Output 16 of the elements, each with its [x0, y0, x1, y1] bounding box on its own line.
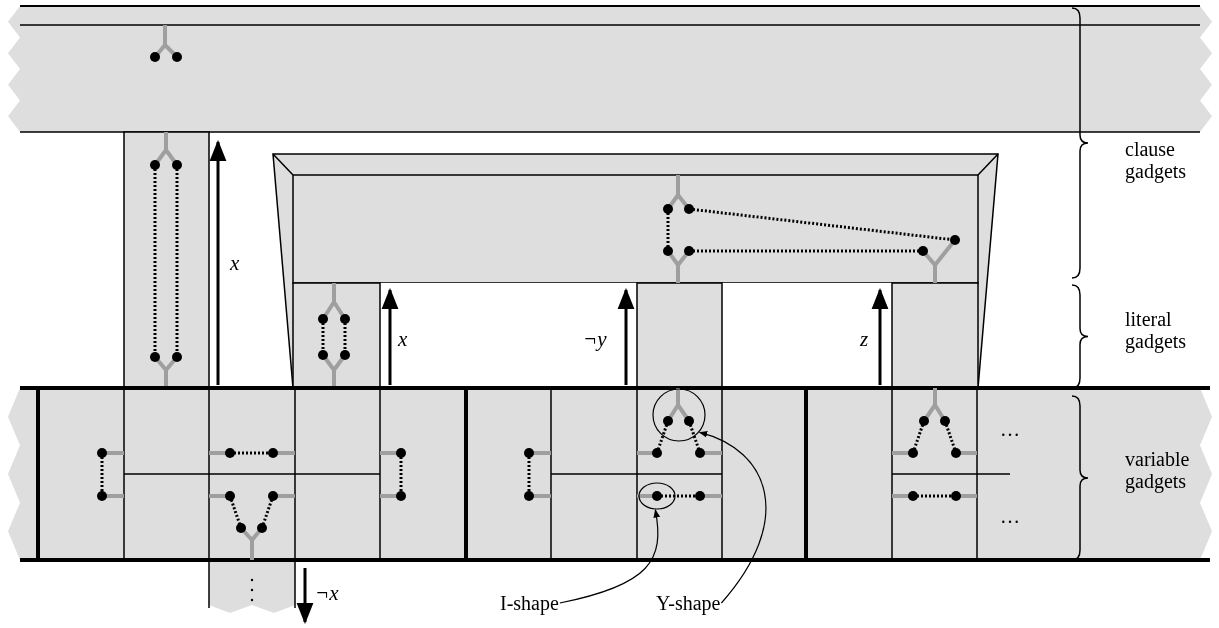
callout-label: I-shape — [500, 592, 559, 614]
callout-label: Y-shape — [656, 592, 721, 614]
leader-line — [698, 431, 767, 604]
variable-label: ¬y — [583, 328, 607, 352]
leader-line — [559, 509, 660, 604]
highlight-circle — [638, 482, 676, 510]
variable-label: x — [398, 328, 408, 352]
variable-label: z — [860, 328, 869, 352]
variable-label: x — [230, 252, 240, 276]
bracket-label: clause gadgets — [1125, 138, 1188, 182]
highlight-circle — [652, 388, 706, 442]
variable-label: ¬x — [315, 582, 339, 606]
bracket-label: literal gadgets — [1125, 308, 1188, 352]
ellipsis: … — [1000, 505, 1020, 527]
ellipsis: … — [1000, 418, 1020, 440]
bracket-label: variable gadgets — [1125, 448, 1191, 492]
